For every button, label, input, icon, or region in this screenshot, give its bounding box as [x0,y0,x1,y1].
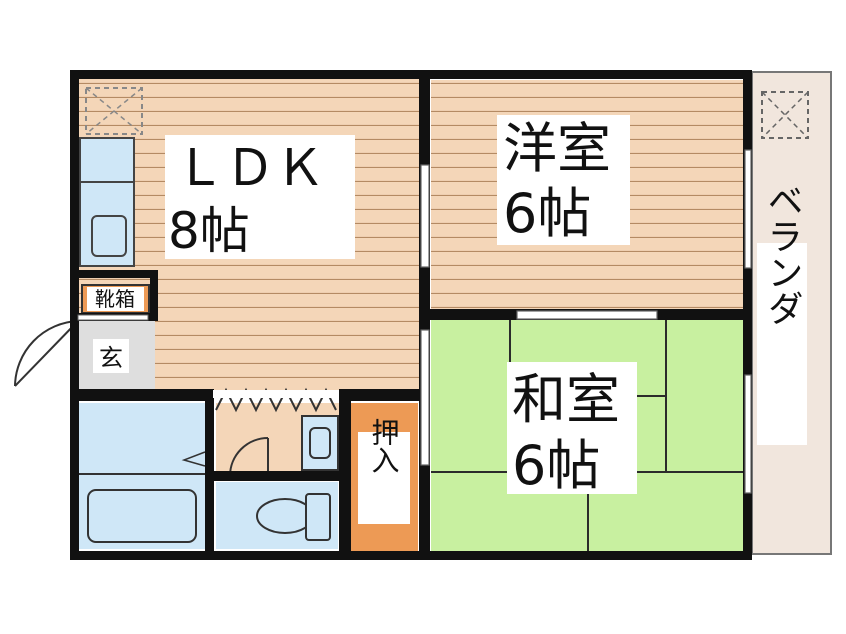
japanese-room-name: 和室 [512,368,620,431]
shoe-box: 靴箱 [81,284,150,314]
japanese-room-size: 6帖 [512,434,600,497]
sink-icon [91,215,127,257]
ldk-size: 8帖 [168,202,250,260]
folding-door-icon [215,387,337,413]
balcony: ベランダ [751,71,832,555]
western-room: 洋室 6帖 [431,80,745,310]
toilet-icon [256,493,331,541]
balcony-drain-icon [761,91,809,139]
western-room-size: 6帖 [503,182,591,245]
entrance: 玄 [14,320,155,390]
japanese-room: 和室 6帖 [431,320,745,552]
bathtub-icon [87,489,197,543]
ldk-name: ＬＤＫ [175,139,325,197]
balcony-label: ベランダ [762,182,803,326]
entrance-label: 玄 [99,344,123,372]
closet-label: 押入 [368,418,401,474]
washroom [215,387,346,477]
closet: 押入 [350,403,418,551]
entrance-door-icon [14,320,79,387]
bath-area [78,403,208,549]
toilet-room [216,482,338,549]
ldk-vent-icon [85,87,143,135]
western-room-name: 洋室 [503,117,611,180]
shoe-box-label: 靴箱 [95,287,135,311]
sliding-doors [77,149,752,494]
bath-door-icon [181,451,206,467]
